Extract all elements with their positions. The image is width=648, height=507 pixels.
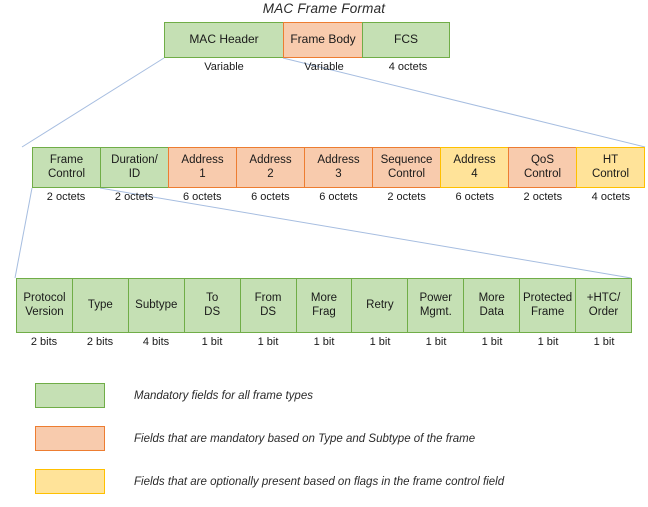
mac-header-size-label: 2 octets [387,191,426,203]
frame-control-field: Power Mgmt. [407,278,465,333]
frame-control-field: +HTC/ Order [575,278,632,333]
frame-control-field: More Frag [295,278,353,333]
frame-control-size-label: 2 bits [30,336,58,348]
legend-label: Fields that are optionally present based… [134,475,505,488]
mac-header-size-label: 6 octets [319,191,358,203]
mac-frame-size-row: Variable Variable 4 octets [164,60,452,75]
legend-label: Mandatory fields for all frame types [134,389,313,402]
frame-control-size-label: 1 bit [257,336,279,348]
page-title: MAC Frame Format [262,1,386,16]
frame-control-size-label: 1 bit [593,336,615,348]
mac-frame-field: MAC Header [164,22,284,58]
frame-control-field: Subtype [127,278,185,333]
frame-control-field: Retry [351,278,409,333]
frame-control-field: From DS [239,278,297,333]
frame-control-size-label: 1 bit [537,336,559,348]
legend-item: Fields that are optionally present based… [35,464,635,499]
legend-label: Fields that are mandatory based on Type … [134,432,476,445]
legend-color-swatch [35,469,105,494]
mac-header-field: Duration/ ID [100,147,169,188]
mac-frame-size-label: 4 octets [388,61,428,73]
mac-frame-field: FCS [362,22,450,58]
legend-item: Fields that are mandatory based on Type … [35,421,635,456]
mac-header-field: Address 2 [236,147,305,188]
mac-header-size-label: 6 octets [455,191,494,203]
mac-header-size-label: 2 octets [523,191,563,203]
mac-header-field: Sequence Control [372,147,441,188]
mac-header-field: Frame Control [32,147,101,188]
frame-control-size-label: 4 bits [142,336,170,348]
mac-header-size-label: 2 octets [114,191,154,203]
frame-control-field: Type [71,278,129,333]
mac-header-field: Address 1 [168,147,237,188]
frame-control-field: More Data [463,278,521,333]
mac-header-size-label: 6 octets [183,191,222,203]
frame-control-size-label: 1 bit [201,336,223,348]
mac-frame-size-label: Variable [304,61,344,73]
frame-control-field: Protocol Version [16,278,73,333]
mac-frame-size-label: Variable [204,61,244,73]
frame-control-size-label: 1 bit [425,336,447,348]
frame-control-size-label: 2 bits [86,336,114,348]
mac-header-field: Address 4 [440,147,509,188]
legend-color-swatch [35,426,105,451]
mac-header-size-label: 6 octets [251,191,290,203]
mac-header-field: HT Control [576,147,645,188]
frame-control-size-label: 1 bit [369,336,391,348]
mac-header-size-label: 2 octets [46,191,86,203]
frame-control-size-label: 1 bit [481,336,503,348]
legend-color-swatch [35,383,105,408]
frame-control-size-label: 1 bit [313,336,335,348]
mac-header-size-label: 4 octets [591,191,631,203]
frame-control-size-row: 2 bits 2 bits 4 bits 1 bit 1 bit 1 bit 1 bit 1 … [16,335,632,350]
legend-item: Mandatory fields for all frame types [35,378,635,413]
frame-control-field: Protected Frame [519,278,577,333]
mac-header-size-row: 2 octets 2 octets 6 octets 6 octets 6 octets… [32,190,645,205]
mac-header-field: Address 3 [304,147,373,188]
frame-control-field: To DS [183,278,241,333]
mac-header-field: QoS Control [508,147,577,188]
mac-frame-field: Frame Body [283,22,363,58]
